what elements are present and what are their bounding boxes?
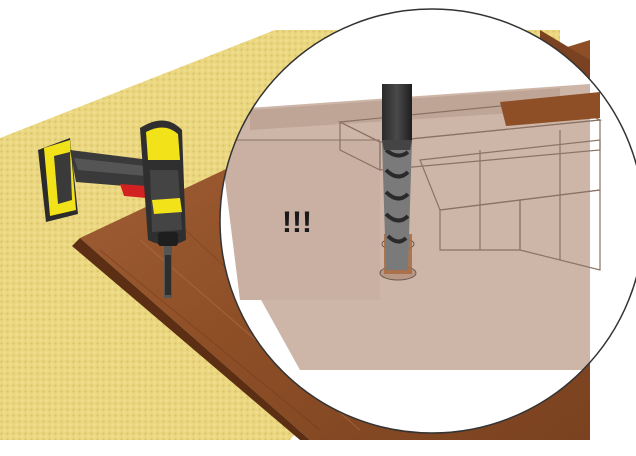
zoom-callout: !!! xyxy=(220,9,636,433)
callout-exclamation: !!! xyxy=(282,206,312,239)
drill-bit xyxy=(164,238,172,298)
